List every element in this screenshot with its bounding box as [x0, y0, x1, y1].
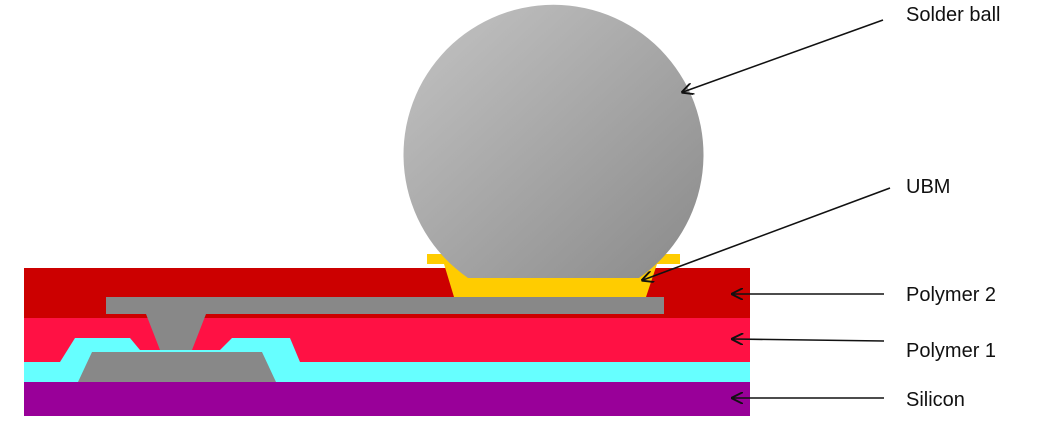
solder-ball [403, 4, 704, 278]
ubm-arrow [643, 187, 891, 280]
redistribution-layer [106, 297, 664, 350]
silicon-layer [24, 382, 750, 416]
bond-pad [78, 352, 276, 382]
ubm-layer [427, 254, 680, 297]
silicon-label: Silicon [906, 389, 965, 411]
solder-ball-label: Solder ball [906, 4, 1001, 26]
polymer2-label: Polymer 2 [906, 284, 996, 306]
solder-ball-arrow [683, 19, 884, 92]
polymer1-arrow [733, 339, 885, 341]
polymer1-label: Polymer 1 [906, 340, 996, 362]
ubm-label: UBM [906, 176, 950, 198]
